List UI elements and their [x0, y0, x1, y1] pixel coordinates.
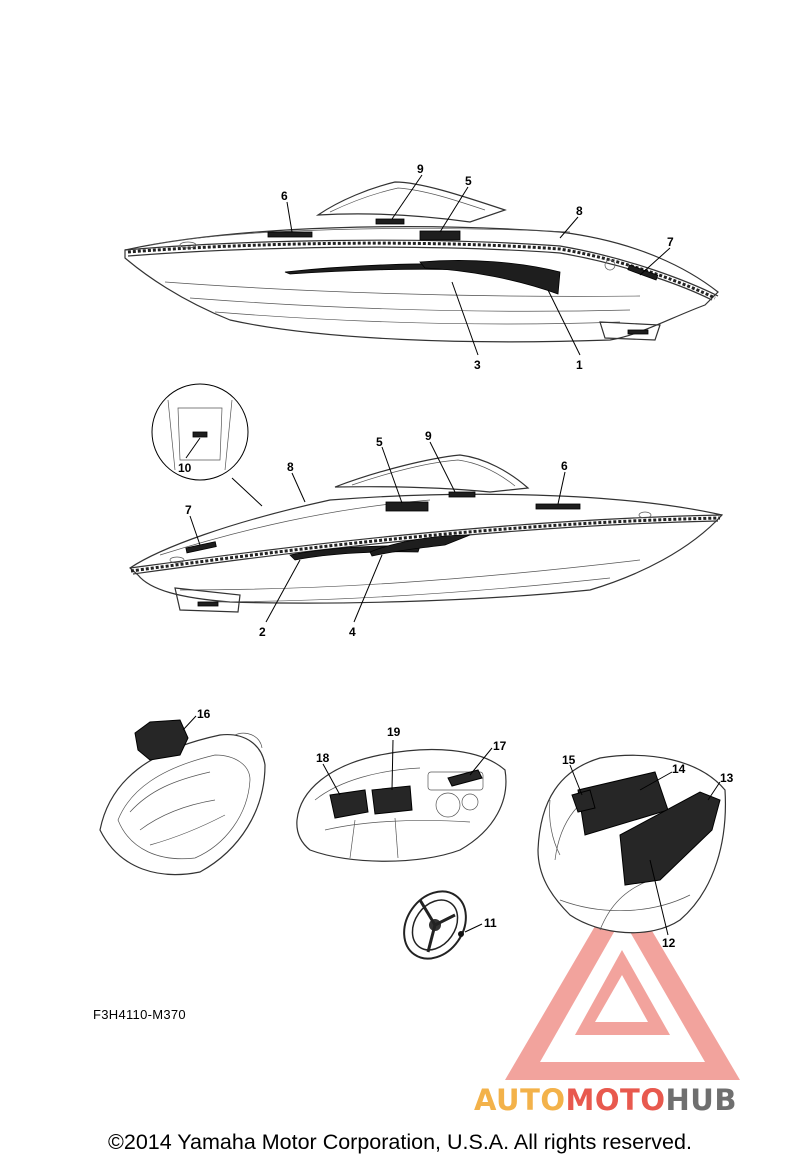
decal-6-lower — [535, 503, 581, 510]
callout-9-bottom: 9 — [425, 429, 432, 443]
decal-17 — [447, 769, 483, 787]
detail-swim-platform: 15 14 13 12 — [537, 753, 734, 950]
callout-13: 13 — [720, 771, 734, 785]
callout-9-top: 9 — [417, 162, 424, 176]
callouts-boat-1: 9 5 6 8 7 3 1 — [281, 162, 674, 372]
callout-2: 2 — [259, 625, 266, 639]
callout-10: 10 — [178, 461, 192, 475]
boat-port-view — [129, 454, 724, 613]
callout-5-top: 5 — [465, 174, 472, 188]
figure-code: F3H4110-M370 — [93, 1007, 186, 1022]
watermark-part-2: MOTO — [565, 1083, 666, 1117]
decal-18 — [329, 789, 369, 819]
callout-14: 14 — [672, 762, 686, 776]
callout-18: 18 — [316, 751, 330, 765]
callout-8-top: 8 — [576, 204, 583, 218]
callout-4: 4 — [349, 625, 356, 639]
callout-8-bottom: 8 — [287, 460, 294, 474]
boat-starboard-view — [124, 181, 719, 343]
callout-17: 17 — [493, 739, 507, 753]
decal-19 — [371, 785, 413, 815]
callout-7-bottom: 7 — [185, 503, 192, 517]
decal-6 — [267, 231, 313, 238]
decal-5 — [419, 230, 461, 241]
callout-6-top: 6 — [281, 189, 288, 203]
watermark-part-1: AUTO — [474, 1083, 566, 1117]
decal-9-lower — [448, 491, 476, 498]
decal-15 — [571, 789, 596, 813]
callout-11: 11 — [484, 916, 497, 930]
decal-7-lower — [185, 541, 217, 554]
watermark-logo — [505, 880, 740, 1080]
callout-6-bottom: 6 — [561, 459, 568, 473]
decal-13 — [619, 791, 721, 886]
decal-9 — [375, 218, 405, 225]
callout-5-bottom: 5 — [376, 435, 383, 449]
detail-bow-locker: 16 — [99, 707, 266, 876]
detail-console: 18 19 17 — [296, 725, 507, 862]
copyright-notice: ©2014 Yamaha Motor Corporation, U.S.A. A… — [108, 1130, 692, 1154]
watermark-part-3: HUB — [665, 1083, 737, 1117]
detail-steering-wheel: 11 — [403, 890, 497, 960]
callout-3-top: 3 — [474, 358, 481, 372]
callout-16: 16 — [197, 707, 211, 721]
decal-5-lower — [385, 501, 429, 512]
callout-1-top: 1 — [576, 358, 583, 372]
callout-7-top: 7 — [667, 235, 674, 249]
callout-19: 19 — [387, 725, 401, 739]
callout-12: 12 — [662, 936, 676, 950]
callouts-boat-2: 5 9 6 8 7 2 4 — [185, 429, 568, 639]
watermark-text: AUTOMOTOHUB — [474, 1083, 737, 1117]
detail-inset-10: 10 — [151, 383, 263, 507]
callout-15: 15 — [562, 753, 576, 767]
